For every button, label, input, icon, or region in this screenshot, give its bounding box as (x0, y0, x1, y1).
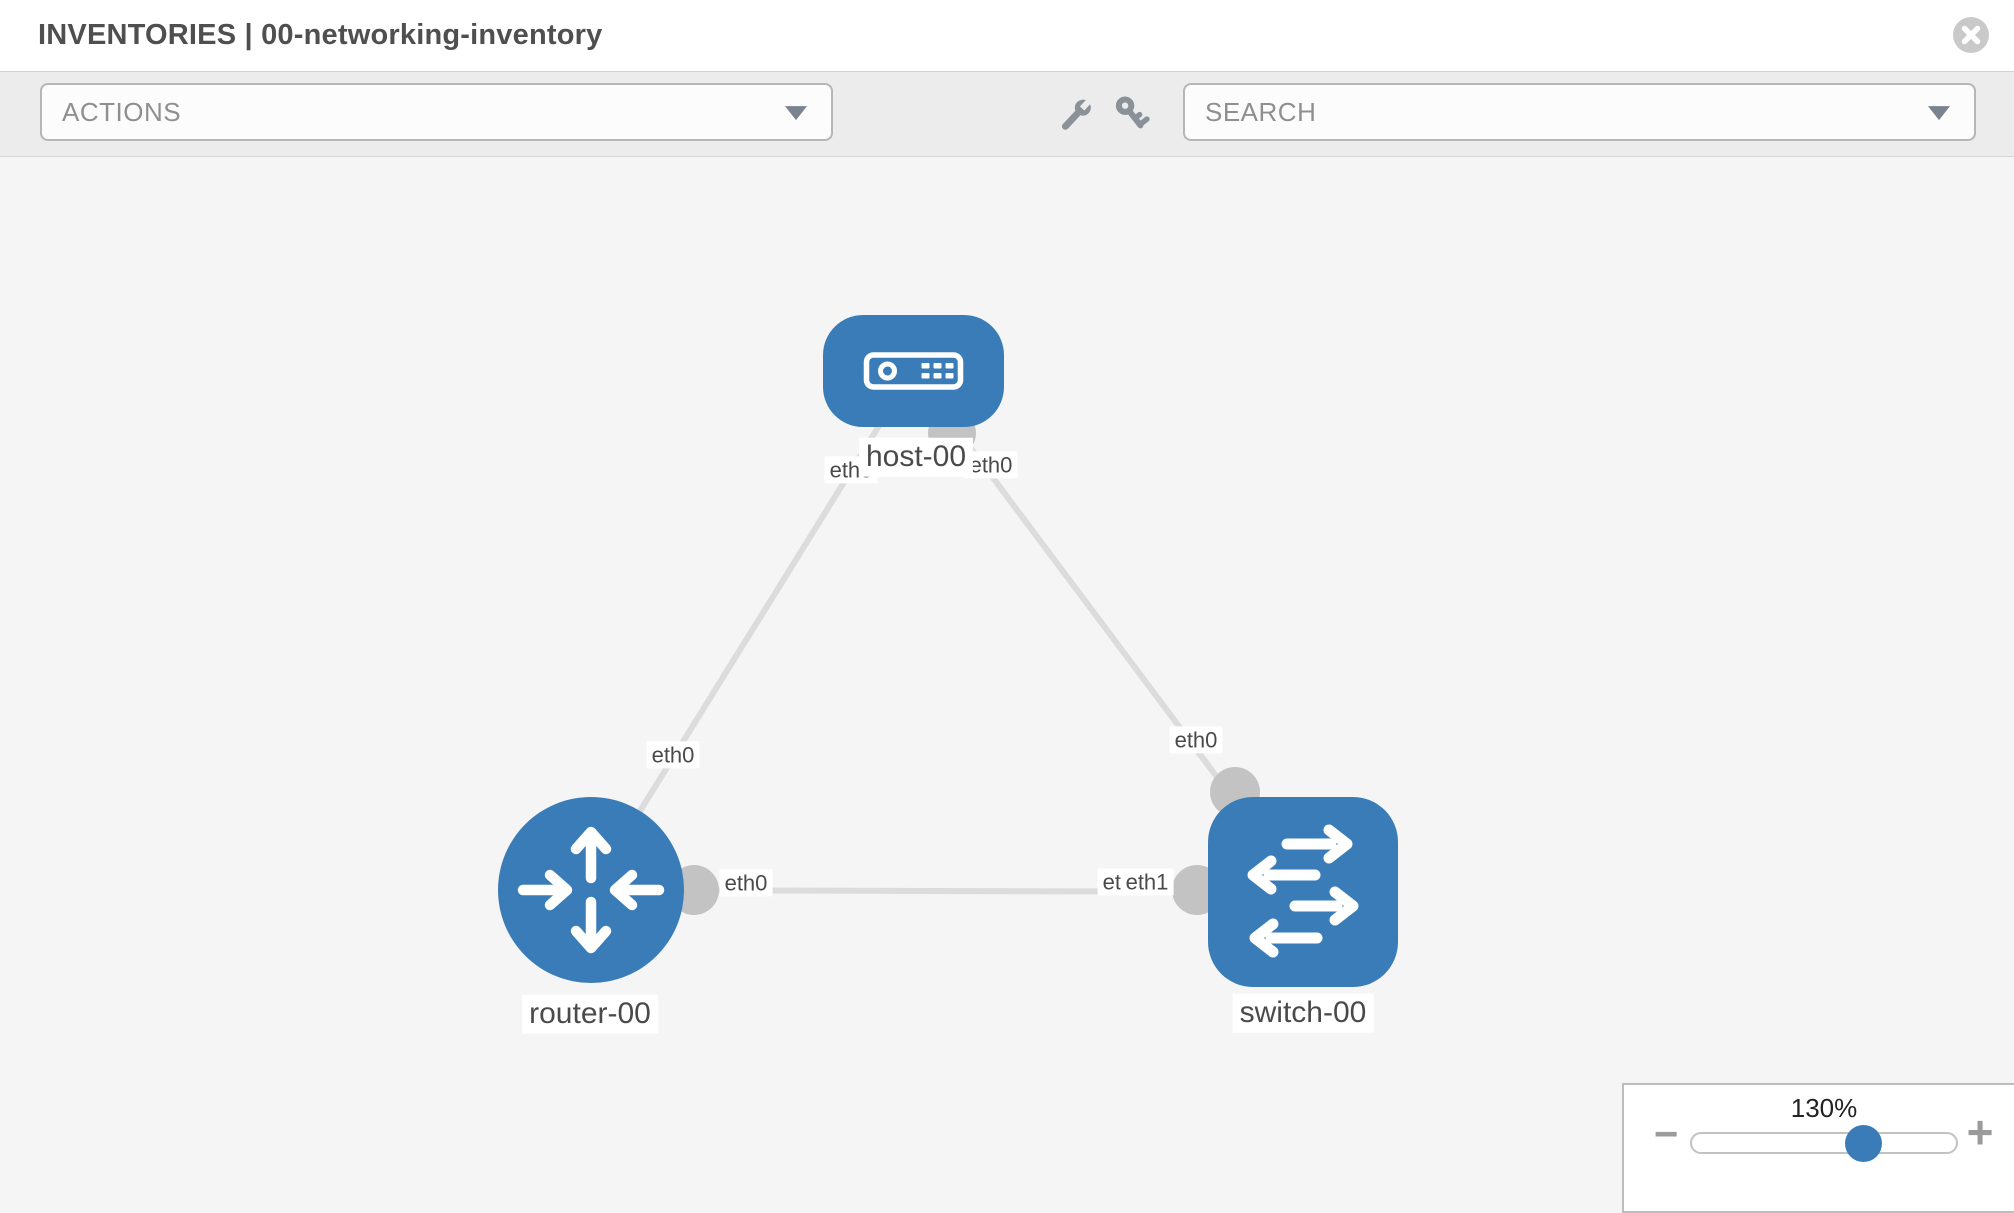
key-icon (1115, 96, 1150, 129)
panel-header: INVENTORIES | 00-networking-inventory (0, 0, 2014, 72)
node-label-host: host-00 (858, 437, 974, 477)
node-label-switch: switch-00 (1232, 993, 1374, 1033)
wrench-button[interactable] (1054, 92, 1098, 136)
search-dropdown-label: SEARCH (1205, 97, 1317, 127)
zoom-slider[interactable] (1690, 1132, 1958, 1154)
interface-label: eth0 (1169, 726, 1223, 754)
interface-layer (669, 409, 1260, 915)
zoom-panel: 130% − + (1622, 1083, 2014, 1213)
interface-label: eth1 (1120, 868, 1174, 896)
interface-label: eth0 (646, 741, 700, 769)
zoom-level-label: 130% (1790, 1093, 1858, 1123)
chevron-down-icon (785, 106, 807, 121)
close-icon (1953, 17, 1989, 53)
interface-label: eth0 (964, 451, 1018, 479)
key-button[interactable] (1110, 92, 1154, 136)
node-host-00[interactable] (823, 315, 1004, 427)
topology-canvas[interactable]: eth0 eth0 eth0 eth0 eth0 eth0 eth1 host-… (0, 156, 2014, 1213)
chevron-down-icon (1928, 106, 1950, 121)
interface-label: eth0 (719, 869, 773, 897)
node-router-00[interactable] (498, 797, 684, 983)
wrench-icon (1061, 98, 1092, 130)
actions-dropdown[interactable]: ACTIONS (40, 83, 833, 141)
host-icon (863, 352, 964, 390)
node-switch-00[interactable] (1208, 797, 1398, 987)
close-button[interactable] (1952, 16, 1990, 54)
zoom-slider-thumb[interactable] (1845, 1125, 1882, 1162)
actions-dropdown-label: ACTIONS (62, 97, 182, 127)
switch-icon (1247, 824, 1359, 958)
zoom-out-button[interactable]: − (1653, 1110, 1679, 1157)
toolbar: ACTIONS SEARC (0, 72, 2014, 157)
node-label-router: router-00 (522, 994, 658, 1034)
search-dropdown[interactable]: SEARCH (1183, 83, 1976, 141)
zoom-in-button[interactable]: + (1966, 1106, 1994, 1158)
router-icon (517, 826, 665, 954)
page-title: INVENTORIES | 00-networking-inventory (38, 19, 603, 51)
